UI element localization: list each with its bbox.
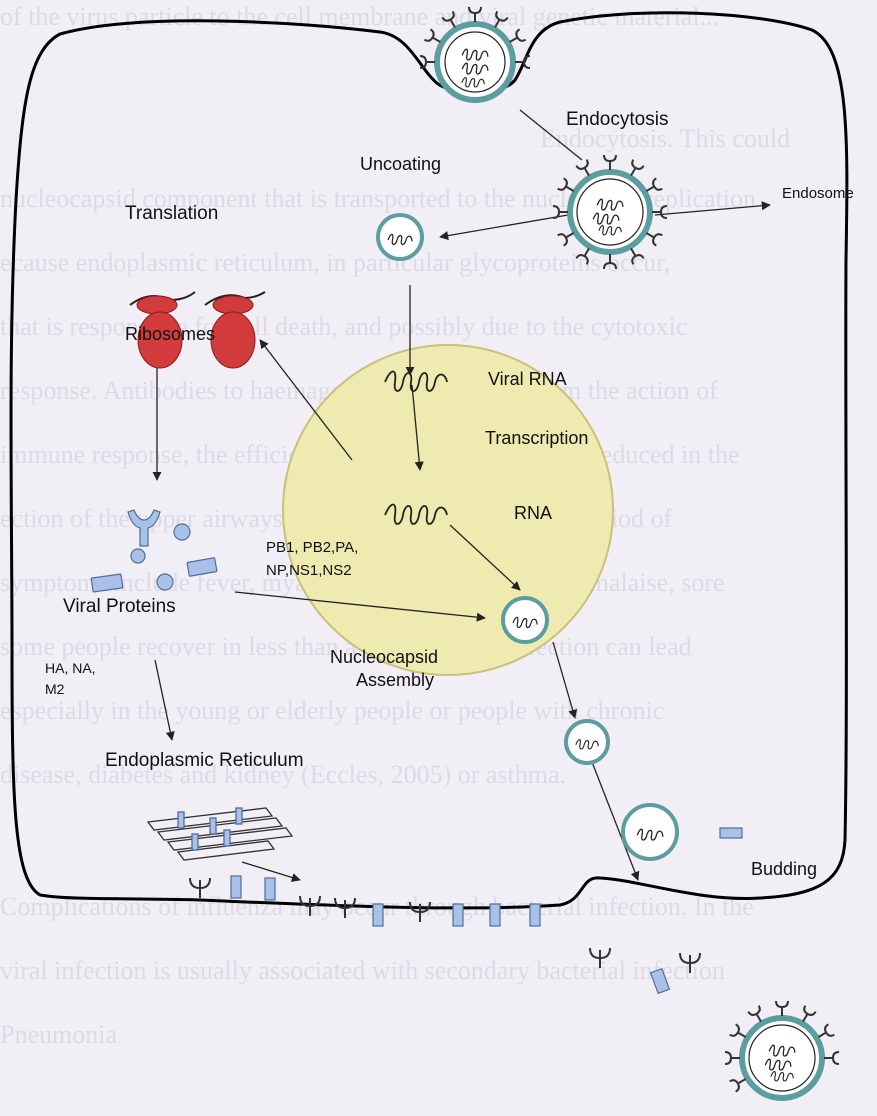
label-nucleocapsid-line1: Nucleocapsid: [330, 647, 438, 667]
label-transcription: Transcription: [485, 428, 588, 448]
nucleocapsid-icon: [623, 805, 677, 859]
label-viral-proteins: Viral Proteins: [63, 596, 176, 617]
uncoating-arrow: [440, 215, 568, 237]
protein-shape-icon: [91, 510, 217, 592]
label-budding: Budding: [751, 859, 817, 879]
nucleus: [283, 345, 613, 675]
label-polymerase-line1: PB1, PB2,PA,: [266, 539, 358, 556]
label-uncoating: Uncoating: [360, 154, 441, 174]
label-polymerase-line2: NP,NS1,NS2: [266, 562, 352, 579]
endosome-arrow: [655, 205, 770, 215]
nucleocapsid-icon: [503, 598, 547, 642]
label-nucleocapsid-line2: Assembly: [356, 670, 434, 690]
er-to-membrane-arrow: [242, 862, 300, 880]
capsid-export-arrow: [553, 642, 575, 718]
label-er: Endoplasmic Reticulum: [105, 750, 304, 771]
label-endosome: Endosome: [782, 185, 854, 202]
label-translation: Translation: [125, 203, 218, 224]
virion-icon: [420, 7, 530, 100]
surface-protein-arrow: [155, 660, 172, 740]
label-ribosomes: Ribosomes: [125, 324, 215, 344]
label-rna: RNA: [514, 503, 552, 523]
nucleocapsid-icon: [378, 215, 422, 259]
virion-icon: [553, 155, 667, 269]
label-endocytosis: Endocytosis: [566, 109, 668, 130]
endoplasmic-reticulum-icon: [148, 808, 292, 860]
label-surface-line2: M2: [45, 681, 65, 697]
label-surface-line1: HA, NA,: [45, 660, 96, 676]
virion-icon: [725, 1001, 839, 1098]
nucleocapsid-icon: [566, 721, 608, 763]
label-viral-rna: Viral RNA: [488, 369, 567, 389]
